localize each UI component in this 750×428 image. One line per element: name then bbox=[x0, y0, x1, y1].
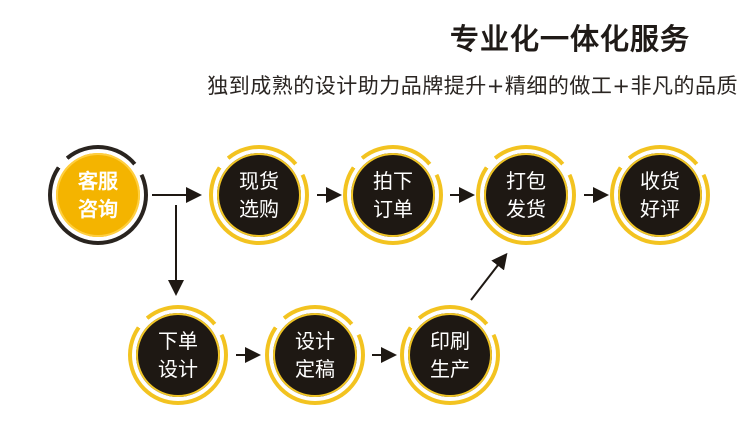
step-design-order: 下单 设计 bbox=[128, 305, 228, 405]
step-finalize-line1: 设计 bbox=[295, 329, 335, 353]
page-title: 专业化一体化服务 bbox=[449, 22, 690, 56]
step-review: 收货 好评 bbox=[610, 145, 710, 245]
step-order: 拍下 订单 bbox=[343, 145, 443, 245]
step-review-line1: 收货 bbox=[640, 169, 680, 193]
step-ship: 打包 发货 bbox=[476, 145, 576, 245]
step-review-line2: 好评 bbox=[640, 197, 680, 221]
step-ship-line2: 发货 bbox=[506, 197, 546, 221]
step-print-line1: 印刷 bbox=[430, 329, 470, 353]
step-finalize-line2: 定稿 bbox=[295, 357, 335, 381]
step-consult: 客服 咨询 bbox=[48, 145, 148, 245]
step-select-line2: 选购 bbox=[239, 197, 279, 221]
step-order-line1: 拍下 bbox=[373, 169, 413, 193]
step-ship-line1: 打包 bbox=[506, 169, 546, 193]
step-consult-line2: 咨询 bbox=[78, 197, 118, 221]
step-design-order-line1: 下单 bbox=[158, 329, 198, 353]
step-consult-line1: 客服 bbox=[78, 169, 118, 193]
page-subtitle: 独到成熟的设计助力品牌提升+精细的做工+非凡的品质 bbox=[207, 74, 738, 98]
step-print-line2: 生产 bbox=[430, 357, 470, 381]
step-select: 现货 选购 bbox=[209, 145, 309, 245]
step-order-line2: 订单 bbox=[373, 197, 413, 221]
arrow-print-to-ship bbox=[470, 252, 508, 301]
step-design-order-line2: 设计 bbox=[158, 357, 198, 381]
step-select-line1: 现货 bbox=[239, 169, 279, 193]
step-print: 印刷 生产 bbox=[400, 305, 500, 405]
step-finalize: 设计 定稿 bbox=[265, 305, 365, 405]
